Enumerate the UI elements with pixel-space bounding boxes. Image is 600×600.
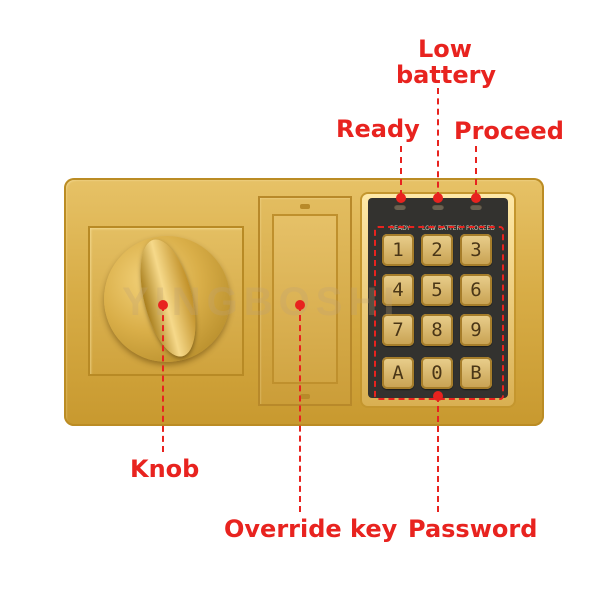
key-3[interactable]: 3 xyxy=(460,234,492,266)
key-7[interactable]: 7 xyxy=(382,314,414,346)
knob-label: Knob xyxy=(130,455,200,483)
low-battery-callout-dot xyxy=(433,193,443,203)
low-battery-led xyxy=(432,204,444,210)
key-9[interactable]: 9 xyxy=(460,314,492,346)
key-4[interactable]: 4 xyxy=(382,274,414,306)
override-key-cover-inner xyxy=(272,214,338,384)
cover-bottom-notch xyxy=(300,394,310,399)
proceed-callout-dot xyxy=(471,193,481,203)
override-key-label: Override key xyxy=(224,515,398,543)
ready-indicator-label: READY xyxy=(390,225,411,232)
cover-top-notch xyxy=(300,204,310,209)
key-8[interactable]: 8 xyxy=(421,314,453,346)
key-2[interactable]: 2 xyxy=(421,234,453,266)
override-key-callout-line xyxy=(299,305,301,512)
ready-label: Ready xyxy=(336,115,420,143)
key-0[interactable]: 0 xyxy=(421,357,453,389)
ready-callout-dot xyxy=(396,193,406,203)
proceed-led xyxy=(470,204,482,210)
ready-callout-line xyxy=(400,146,402,196)
low-battery-label: Low battery xyxy=(396,35,497,89)
low-battery-indicator-label: LOW BATTERY xyxy=(422,225,464,232)
key-5[interactable]: 5 xyxy=(421,274,453,306)
key-1[interactable]: 1 xyxy=(382,234,414,266)
override-key-callout-dot xyxy=(295,300,305,310)
proceed-callout-line xyxy=(475,146,477,196)
password-callout-dot xyxy=(433,391,443,401)
knob-callout-dot xyxy=(158,300,168,310)
proceed-indicator-label: PROCEED xyxy=(466,225,495,232)
knob-callout-line xyxy=(162,305,164,452)
password-callout-line xyxy=(437,396,439,512)
proceed-label: Proceed xyxy=(454,117,564,145)
low-battery-callout-line xyxy=(437,88,439,198)
ready-led xyxy=(394,204,406,210)
key-b[interactable]: B xyxy=(460,357,492,389)
key-6[interactable]: 6 xyxy=(460,274,492,306)
password-label: Password xyxy=(408,515,538,543)
key-a[interactable]: A xyxy=(382,357,414,389)
